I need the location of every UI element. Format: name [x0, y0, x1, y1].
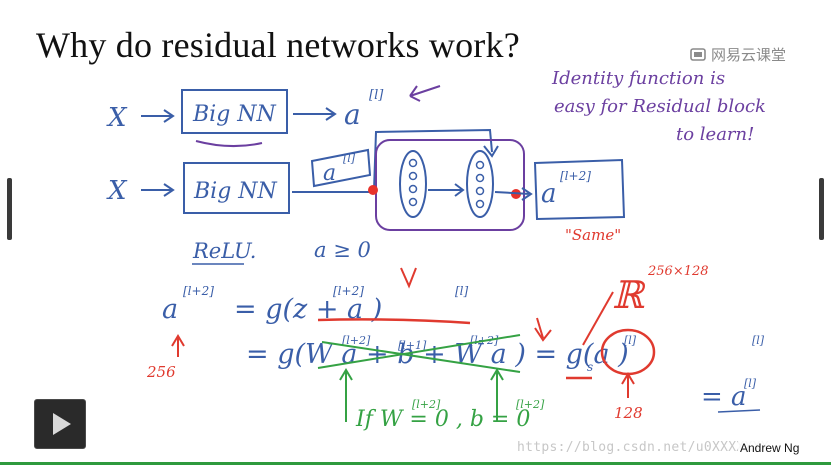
eq3-sup: [l] [744, 377, 757, 390]
eq1-lhs-sup: [l+2] [183, 284, 214, 298]
brand-logo-group: 网易云课堂 [690, 44, 786, 65]
input-x-bottom: X [106, 176, 128, 206]
residual-block-outline [375, 139, 525, 231]
progress-bar[interactable] [0, 462, 831, 465]
dim-arrow-128 [621, 372, 635, 398]
big-nn-box-top [181, 89, 288, 134]
pointer-arrow-a [409, 85, 441, 102]
arrow-layer1-to-layer2 [428, 183, 465, 197]
strike-line-1 [317, 334, 521, 369]
play-button[interactable] [34, 399, 86, 449]
slide-title: Why do residual networks work? [36, 25, 520, 65]
eq2-g-sup: [l] [752, 334, 765, 347]
big-nn-box-bottom [183, 162, 290, 214]
eq2-red-arrow [534, 317, 552, 342]
output-a-label: a [541, 179, 557, 209]
dim-128: 128 [614, 404, 643, 422]
eq2-w-sup: [l+2] [342, 334, 371, 347]
if-condition: If W = 0 , b = 0 [355, 407, 530, 432]
input-node-dot [368, 185, 378, 195]
eq3: = a [701, 382, 747, 412]
play-icon [53, 413, 71, 435]
arrow-to-output [494, 187, 533, 201]
if-b-sup: [l+2] [516, 398, 545, 411]
eq2-aa-sup: [l] [624, 334, 637, 347]
eq1-z-sup: [l+2] [333, 284, 364, 298]
big-nn-label-top: Big NN [192, 102, 277, 127]
eq1-red-arrow [400, 267, 417, 289]
arrow-x1-to-box [141, 109, 175, 123]
input-x-top: X [106, 103, 128, 133]
progress-fill [0, 462, 831, 465]
underline-scribble [195, 140, 263, 148]
relu-label: ReLU. [192, 239, 256, 263]
eq2-a-sup: [l+1] [398, 339, 427, 352]
activation-a-top: a [344, 98, 361, 131]
green-arrow-left [339, 368, 353, 422]
big-nn-label-bottom: Big NN [193, 179, 278, 204]
arrow-x2-to-box [141, 183, 175, 197]
output-box [533, 158, 626, 221]
brand-name: 网易云课堂 [711, 46, 787, 64]
arrow-box-to-a [293, 107, 337, 121]
ws-to-r-line [582, 291, 614, 346]
eq2: = g(W a + b + W a ) = g(a ) [246, 339, 629, 370]
eq1-a-sup: [l] [455, 284, 469, 298]
eq3-underline [717, 409, 761, 413]
dim-arrow-256 [171, 334, 185, 357]
eq1-red-underline [317, 318, 471, 325]
skip-a-sup: [l] [343, 152, 356, 165]
dim-256: 256 [146, 363, 176, 381]
author-caption: Andrew Ng [738, 441, 802, 455]
right-scroll-handle[interactable] [819, 178, 824, 240]
r-label: ℝ [612, 273, 646, 317]
left-scroll-handle[interactable] [7, 178, 12, 240]
note-line-3: to learn! [676, 124, 754, 145]
skip-a-box [310, 148, 372, 188]
layer-2-ellipse [466, 150, 494, 218]
output-a-sup: [l+2] [560, 169, 591, 183]
note-line-1: Identity function is [551, 68, 725, 89]
brand-logo-icon [690, 47, 706, 61]
url-watermark: https://blog.csdn.net/u0XXXXXXX [517, 440, 769, 455]
note-line-2: easy for Residual block [554, 96, 766, 117]
eq2-ws-sub: s [587, 360, 593, 374]
r-dims: 256×128 [647, 264, 709, 279]
layer-1-ellipse [399, 150, 427, 218]
green-arrow-right [490, 368, 504, 422]
strike-line-2 [321, 341, 521, 373]
if-w-sup: [l+2] [412, 398, 441, 411]
a-nonnegative: a ≥ 0 [314, 238, 371, 262]
activation-a-top-sup: [l] [369, 88, 384, 103]
same-label: "Same" [565, 226, 621, 244]
skip-arrowhead [483, 145, 499, 158]
skip-a-label: a [323, 161, 336, 186]
eq1-lhs: a [162, 294, 178, 325]
